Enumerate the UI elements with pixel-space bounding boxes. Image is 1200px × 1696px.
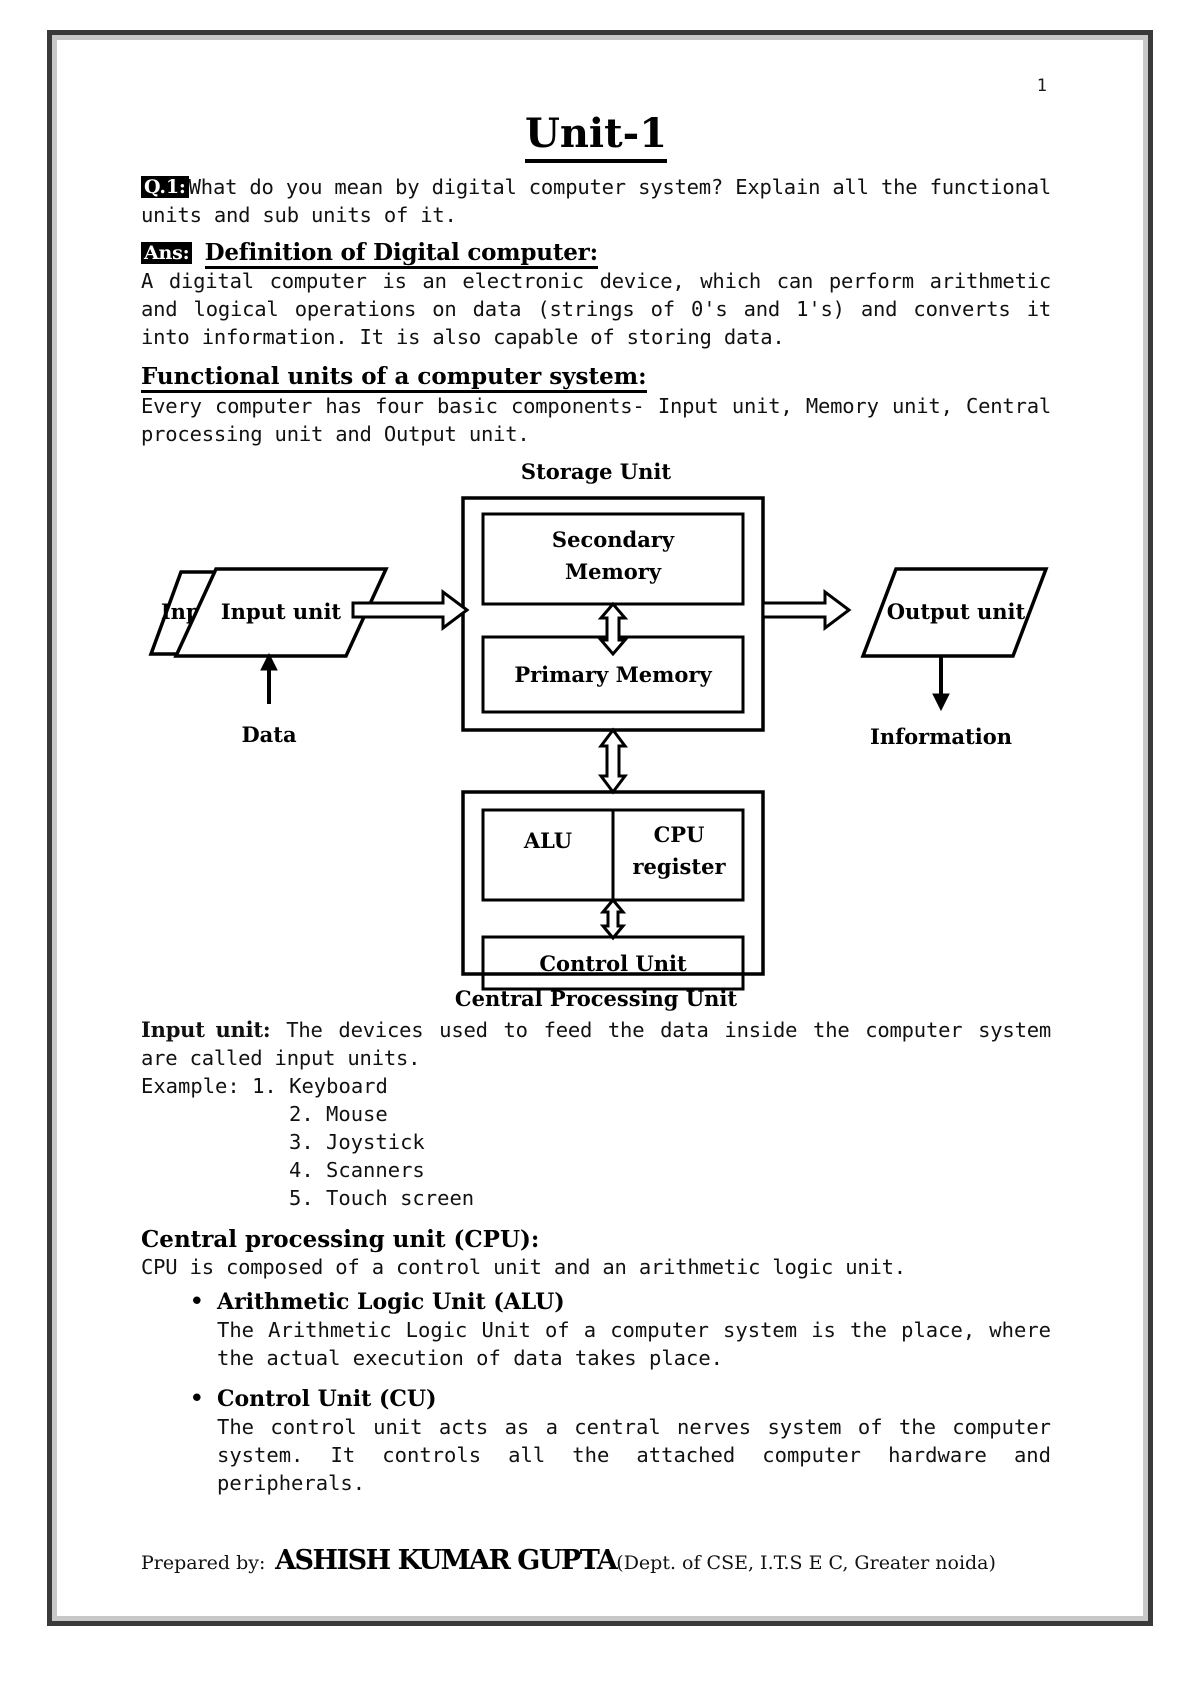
spacer bbox=[141, 229, 1051, 239]
list-item: 2. Mouse bbox=[289, 1102, 388, 1126]
cpu-section-heading: Central processing unit (CPU): bbox=[141, 1226, 540, 1253]
list-item: 3. Joystick bbox=[289, 1130, 425, 1154]
output-unit-parallelogram bbox=[860, 567, 1049, 658]
input-unit-section: Input unit: The devices used to feed the… bbox=[141, 1016, 1051, 1072]
footer-prepared-by: Prepared by: bbox=[141, 1552, 266, 1574]
list-item: 4. Scanners bbox=[289, 1158, 425, 1182]
answer-tag: Ans: bbox=[141, 242, 193, 264]
cpu-subunits-list: Arithmetic Logic Unit (ALU) The Arithmet… bbox=[141, 1287, 1051, 1497]
answer-heading: Definition of Digital computer: bbox=[204, 239, 598, 269]
list-item: Control Unit (CU) The control unit acts … bbox=[141, 1384, 1051, 1497]
input-examples-list: Example: 1. Keyboard 2. Mouse 3. Joystic… bbox=[141, 1072, 1051, 1212]
arrow-storage-to-output bbox=[761, 589, 852, 631]
page-title: Unit-1 bbox=[141, 110, 1051, 163]
alu-label: ALU bbox=[523, 828, 572, 853]
data-arrow-head bbox=[260, 652, 278, 671]
question-tag: Q.1: bbox=[141, 176, 189, 198]
answer-text: A digital computer is an electronic devi… bbox=[141, 269, 1051, 349]
information-arrow-head bbox=[932, 693, 950, 712]
primary-memory-label: Primary Memory bbox=[514, 662, 712, 687]
storage-unit-caption: Storage Unit bbox=[521, 459, 671, 484]
bullet-title-alu: Arithmetic Logic Unit (ALU) bbox=[217, 1289, 565, 1315]
page-border-inner: 1 Unit-1 Q.1:What do you mean by digital… bbox=[52, 35, 1148, 1621]
control-unit-label: Control Unit bbox=[539, 951, 687, 976]
cpu-outer-box bbox=[461, 790, 765, 976]
control-unit-box bbox=[481, 935, 745, 991]
bullet-text-alu: The Arithmetic Logic Unit of a computer … bbox=[217, 1318, 1051, 1370]
list-item: Arithmetic Logic Unit (ALU) The Arithmet… bbox=[141, 1287, 1051, 1372]
input-unit-parallelogram bbox=[173, 567, 389, 658]
example-item-1: 1. Keyboard bbox=[252, 1074, 388, 1098]
list-item: Example: 1. Keyboard bbox=[141, 1072, 1051, 1100]
arrow-alu-control bbox=[599, 897, 627, 941]
secondary-memory-label-line2: Memory bbox=[565, 559, 662, 584]
arrow-secondary-primary bbox=[597, 601, 629, 657]
question-block: Q.1:What do you mean by digital computer… bbox=[141, 173, 1051, 229]
answer-heading-block: Ans: Definition of Digital computer: bbox=[141, 239, 1051, 269]
cpu-section-text: CPU is composed of a control unit and an… bbox=[141, 1255, 906, 1279]
functional-units-heading-text: Functional units of a computer system: bbox=[141, 363, 647, 393]
list-item: 5. Touch screen bbox=[289, 1186, 475, 1210]
information-label: Information bbox=[870, 724, 1012, 749]
example-label: Example: bbox=[141, 1074, 240, 1098]
document-content: Unit-1 Q.1:What do you mean by digital c… bbox=[141, 110, 1051, 1511]
page-border-outer: 1 Unit-1 Q.1:What do you mean by digital… bbox=[47, 30, 1153, 1626]
secondary-memory-label-line1: Secondary bbox=[552, 527, 675, 552]
footer: Prepared by: ASHISH KUMAR GUPTA(Dept. of… bbox=[141, 1545, 1061, 1576]
arrow-storage-cpu bbox=[598, 727, 628, 795]
cpu-register-label-line1: CPU bbox=[654, 822, 705, 847]
arrow-input-to-storage bbox=[351, 589, 470, 631]
functional-units-text: Every computer has four basic components… bbox=[141, 394, 1051, 446]
functional-units-heading: Functional units of a computer system: bbox=[141, 363, 1051, 393]
data-label: Data bbox=[241, 722, 297, 747]
input-unit-section-title: Input unit: bbox=[141, 1017, 271, 1042]
cpu-register-label-line2: register bbox=[632, 854, 726, 879]
computer-system-block-diagram: Storage Unit Secondary Memory Primary Me… bbox=[141, 454, 1051, 1016]
cpu-caption: Central Processing Unit bbox=[454, 986, 738, 1011]
page-number: 1 bbox=[1036, 76, 1047, 96]
question-text: What do you mean by digital computer sys… bbox=[141, 175, 1051, 227]
footer-author: ASHISH KUMAR GUPTA bbox=[275, 1545, 618, 1576]
output-unit-label: Output unit bbox=[887, 599, 1026, 624]
input-unit-text: Input unit bbox=[221, 599, 342, 624]
bullet-text-cu: The control unit acts as a central nerve… bbox=[217, 1415, 1051, 1495]
input-unit-section-text: The devices used to feed the data inside… bbox=[141, 1018, 1051, 1070]
page-body: 1 Unit-1 Q.1:What do you mean by digital… bbox=[57, 40, 1143, 1616]
bullet-title-cu: Control Unit (CU) bbox=[217, 1386, 437, 1412]
footer-dept: (Dept. of CSE, I.T.S E C, Greater noida) bbox=[616, 1552, 996, 1574]
page-title-text: Unit-1 bbox=[524, 110, 668, 163]
